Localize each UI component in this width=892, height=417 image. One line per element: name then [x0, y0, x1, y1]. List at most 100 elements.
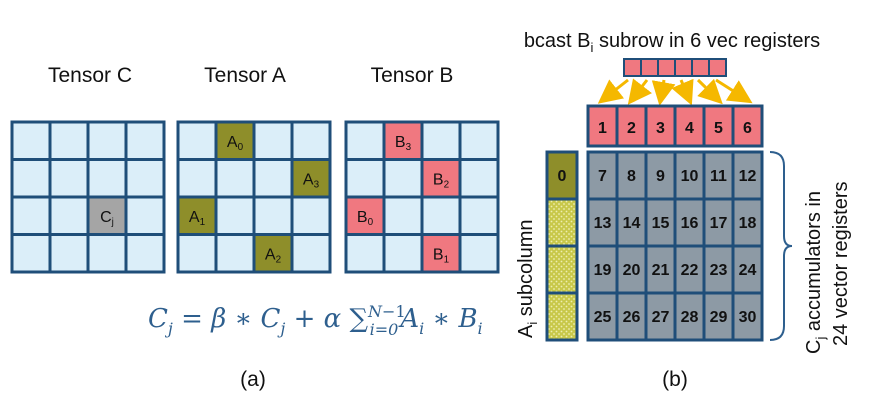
- brace: [769, 151, 793, 341]
- a-register: [545, 244, 579, 295]
- grid-cell: [252, 120, 294, 161]
- accumulator-label: 29: [710, 309, 728, 326]
- accumulator-label: 16: [681, 215, 699, 232]
- cell-label: A3: [303, 171, 320, 190]
- accumulator-label: 15: [652, 215, 670, 232]
- grid-cell: [48, 158, 90, 199]
- b-register-label: 3: [656, 120, 665, 137]
- grid-cell: [458, 120, 500, 161]
- accumulator-label: 27: [652, 309, 670, 326]
- b-register-label: 2: [627, 120, 636, 137]
- bcast-src-cell: [623, 58, 642, 77]
- cell-label: B3: [395, 134, 412, 153]
- accumulator-label: 28: [681, 309, 699, 326]
- grid-cell: [214, 158, 256, 199]
- bcast-source-row: [623, 58, 727, 77]
- broadcast-arrow: [671, 78, 694, 106]
- acc-label-line1: Cj accumulators in: [803, 191, 828, 354]
- tensor-c-grid: Cj: [10, 120, 166, 274]
- grid-cell: [10, 120, 52, 161]
- broadcast-arrow: [597, 78, 629, 104]
- bcast-label: bcast Bi subrow in 6 vec registers: [524, 30, 820, 55]
- a-register: [545, 150, 579, 201]
- bcast-src-cell: [674, 58, 693, 77]
- tensor-a-title: Tensor A: [204, 64, 286, 87]
- grid-cell: [214, 195, 256, 236]
- grid-cell: [124, 233, 166, 274]
- b-register-label: 4: [685, 120, 694, 137]
- grid-cell: [344, 233, 386, 274]
- grid-cell: [124, 195, 166, 236]
- grid-cell: [10, 233, 52, 274]
- tensor-c-title: Tensor C: [48, 64, 132, 87]
- grid-cell: [48, 233, 90, 274]
- grid-cell: [86, 120, 128, 161]
- grid-cell: [458, 233, 500, 274]
- b-register: [731, 104, 764, 148]
- cell-label: B1: [433, 246, 450, 265]
- accumulator-label: 8: [627, 168, 636, 185]
- grid-cell: [176, 158, 218, 199]
- grid-cell: [252, 195, 294, 236]
- a-col-label: Ai subcolumn: [515, 219, 540, 338]
- highlight-cell: [252, 233, 294, 274]
- accumulator-cell: [615, 291, 648, 342]
- accumulator-label: 22: [681, 262, 699, 279]
- accumulator-label: 10: [681, 168, 699, 185]
- grid-cell: [290, 233, 332, 274]
- tensor-b-title: Tensor B: [371, 64, 454, 87]
- bcast-src-cell: [708, 58, 727, 77]
- grid-cell: [124, 120, 166, 161]
- accumulator-cell: [644, 244, 677, 295]
- grid-cell: [10, 195, 52, 236]
- broadcast-arrows: [597, 78, 753, 106]
- grid-cell: [382, 233, 424, 274]
- accumulator-cell: [644, 291, 677, 342]
- accumulator-label: 24: [739, 262, 757, 279]
- accumulator-label: 17: [710, 215, 728, 232]
- grid-cell: [458, 195, 500, 236]
- accumulator-label: 21: [652, 262, 670, 279]
- bcast-src-cell: [640, 58, 659, 77]
- cell-label: B2: [433, 171, 450, 190]
- highlight-cell: [176, 195, 218, 236]
- b-register: [586, 104, 619, 148]
- grid-cell: [176, 233, 218, 274]
- b-register: [644, 104, 677, 148]
- grid-cell: [344, 120, 386, 161]
- grid-cell: [420, 195, 462, 236]
- cell-label: Cj: [100, 209, 114, 228]
- accumulator-label: 26: [623, 309, 641, 326]
- accumulator-label: 9: [656, 168, 665, 185]
- grid-cell: [290, 195, 332, 236]
- accumulator-label: 25: [594, 309, 612, 326]
- accumulator-label: 13: [594, 215, 612, 232]
- grid-cell: [124, 158, 166, 199]
- cell-label: A1: [189, 209, 206, 228]
- accumulator-cell: [615, 197, 648, 248]
- cell-label: A0: [227, 134, 244, 153]
- accumulator-cell: [731, 197, 764, 248]
- accumulator-label: 12: [739, 168, 757, 185]
- b-register: [702, 104, 735, 148]
- caption-b: (b): [662, 368, 688, 391]
- b-register-label: 5: [714, 120, 723, 137]
- broadcast-arrow: [651, 79, 676, 106]
- grid-cell: [48, 120, 90, 161]
- grid-cell: [458, 158, 500, 199]
- grid-cell: [86, 158, 128, 199]
- accumulator-label: 11: [710, 168, 727, 185]
- grid-cell: [10, 158, 52, 199]
- broadcast-arrow: [696, 78, 723, 105]
- accumulator-label: 18: [739, 215, 757, 232]
- accumulator-cell: [644, 197, 677, 248]
- a-register: [545, 197, 579, 248]
- cell-label: A2: [265, 246, 282, 265]
